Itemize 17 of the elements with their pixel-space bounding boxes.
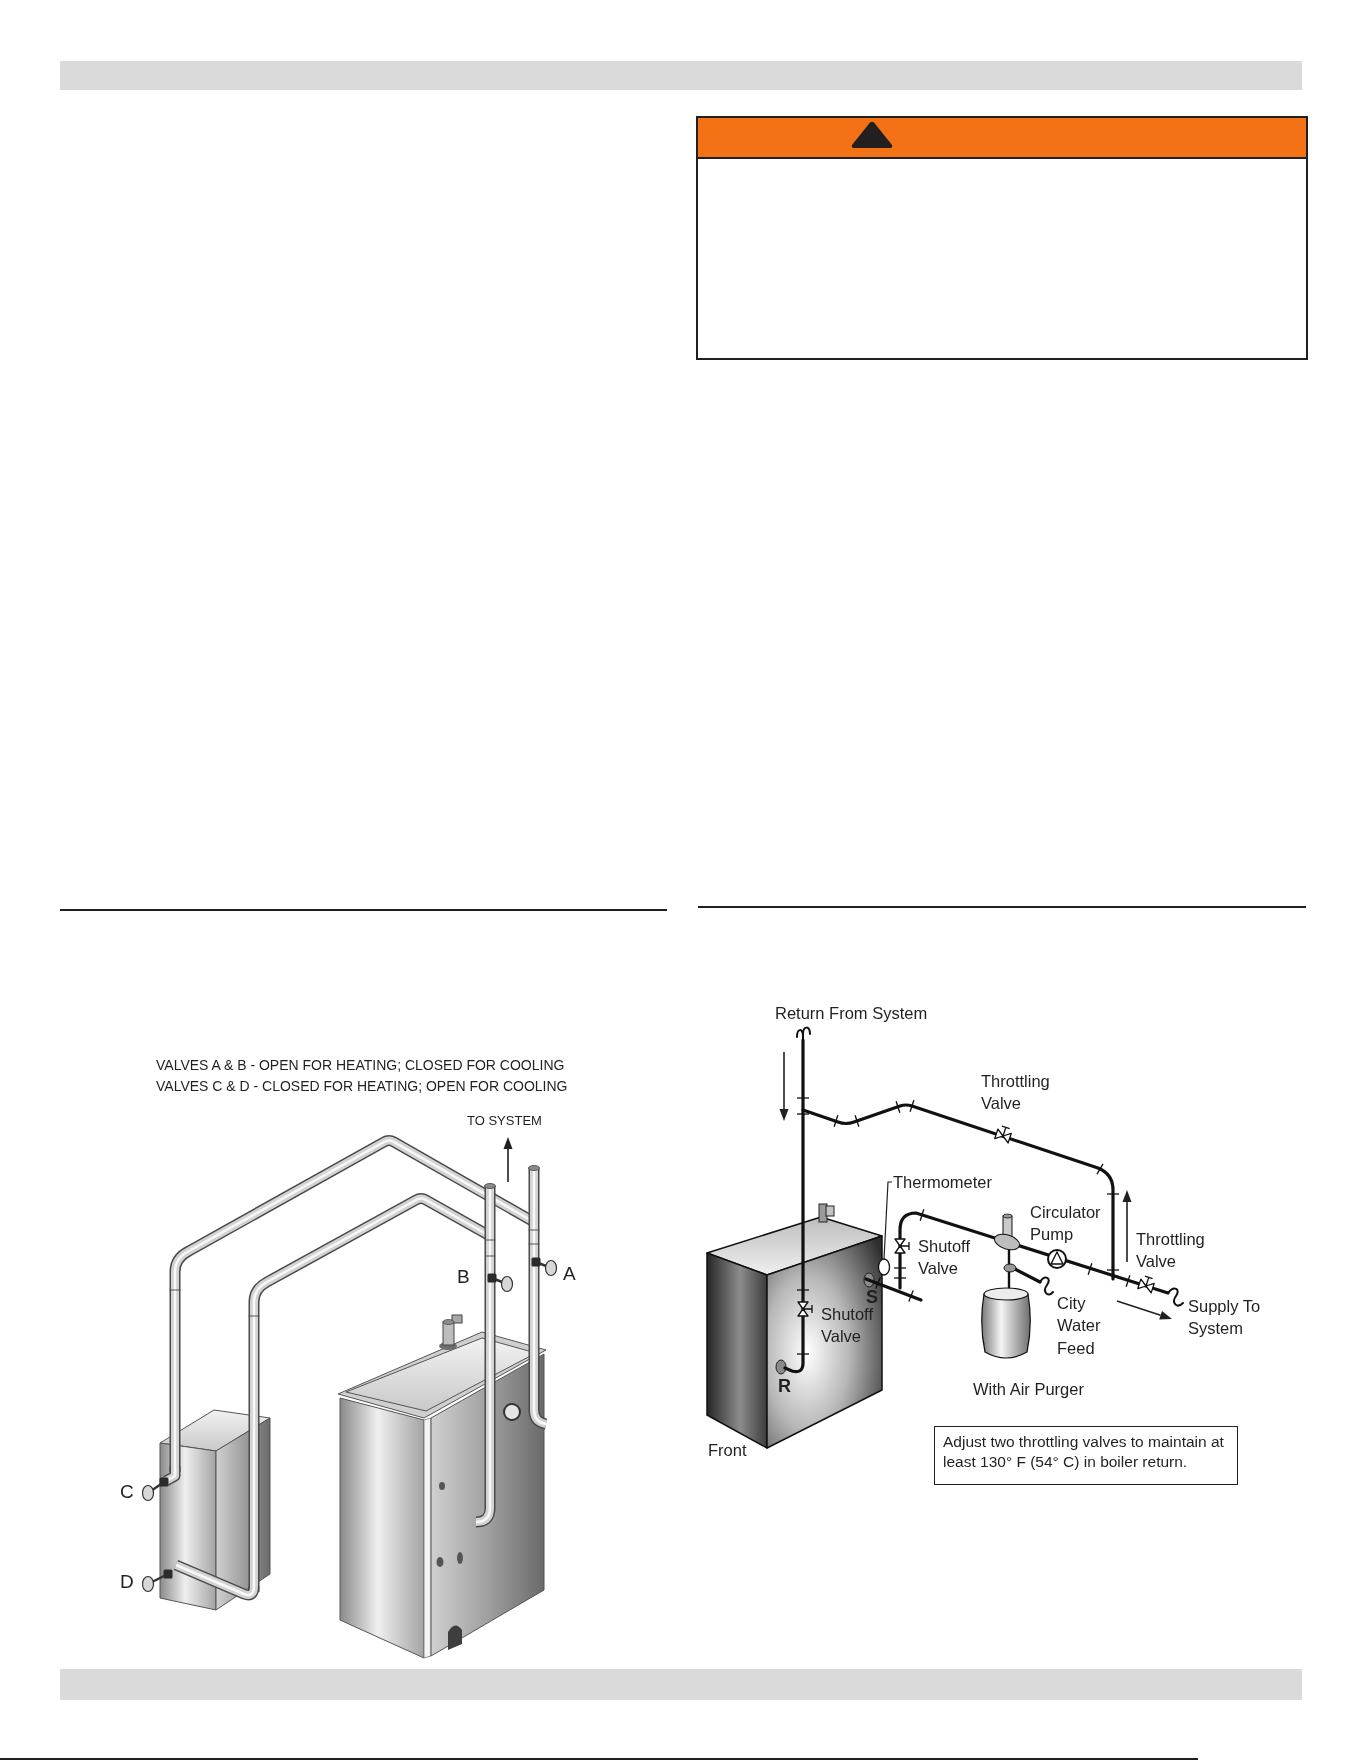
valve-instruction: VALVES C & D - CLOSED FOR HEATING; OPEN FOR COOLING bbox=[156, 1076, 568, 1096]
flow-label: Return From System bbox=[775, 1002, 928, 1024]
valve-label: Throttling Valve bbox=[1136, 1228, 1205, 1272]
flow-label: TO SYSTEM bbox=[467, 1112, 542, 1130]
feed-label: City Water Feed bbox=[1057, 1292, 1101, 1359]
valve-letter: A bbox=[563, 1262, 576, 1287]
valve-letter: D bbox=[120, 1570, 134, 1595]
view-label: Front bbox=[708, 1439, 747, 1461]
flow-label: Supply To System bbox=[1188, 1295, 1262, 1339]
valve-letter: B bbox=[457, 1265, 470, 1290]
port-letter: R bbox=[778, 1374, 791, 1398]
valve-instruction: VALVES A & B - OPEN FOR HEATING; CLOSED FOR COOLING bbox=[156, 1055, 565, 1075]
part-label: Thermometer bbox=[893, 1170, 993, 1194]
part-label: With Air Purger bbox=[973, 1378, 1084, 1400]
valve-label: Throttling Valve bbox=[981, 1070, 1050, 1114]
valve-letter: C bbox=[120, 1480, 134, 1505]
note-box: Adjust two throttling valves to maintain at least 130° F (54° C) in boiler return. bbox=[934, 1426, 1238, 1485]
